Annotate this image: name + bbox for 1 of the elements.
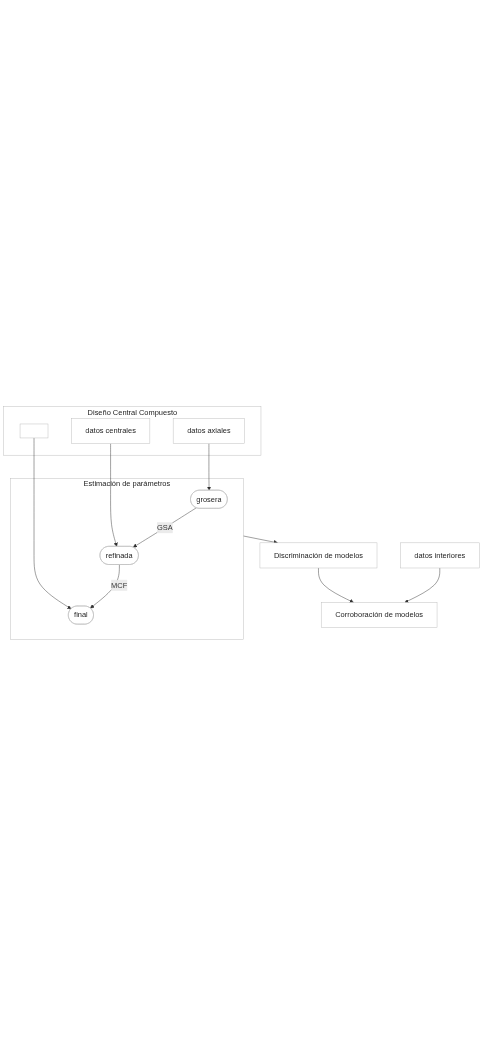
node-box <box>19 423 49 439</box>
